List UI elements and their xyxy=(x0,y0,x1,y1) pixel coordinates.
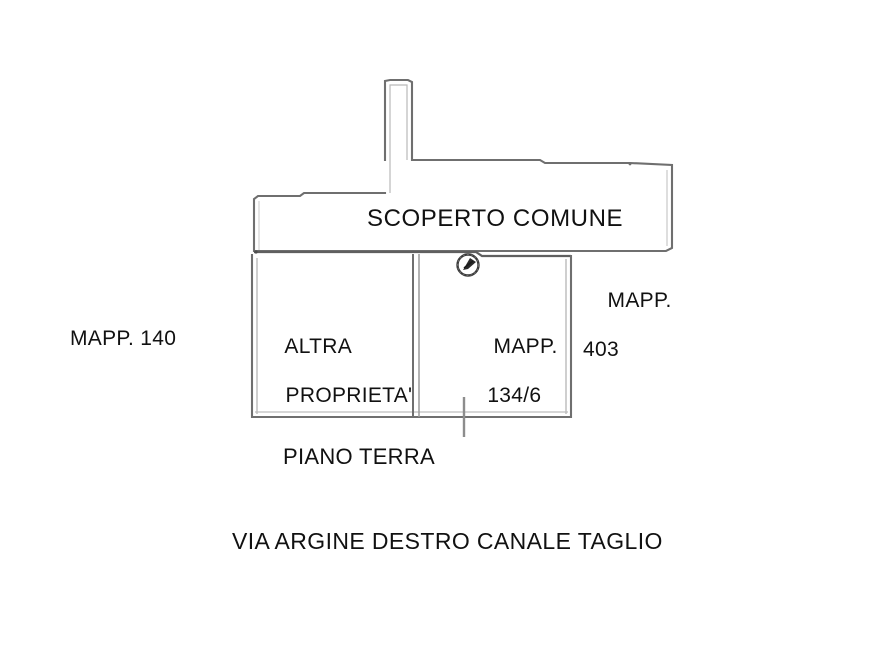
parcel-left-label: MAPP. 140 xyxy=(70,327,177,350)
parcel-right-label-line1: MAPP. xyxy=(607,288,672,312)
courtyard-outline-path xyxy=(252,78,674,253)
parcel-right-label-line2: 403 xyxy=(583,338,619,362)
room-right-label-line2: 134/6 xyxy=(487,384,542,408)
courtyard-area-label: SCOPERTO COMUNE xyxy=(367,205,624,232)
courtyard-rooms-divider xyxy=(254,250,571,258)
courtyard-edge-tick-dot xyxy=(628,162,632,166)
room-right-label: MAPP. 134/6 xyxy=(469,310,558,459)
room-right-label-line1: MAPP. xyxy=(493,334,558,358)
room-left-label-line1: ALTRA xyxy=(284,334,353,358)
parcel-right-label: MAPP. 403 xyxy=(583,264,672,413)
room-left-label-line2: PROPRIETA' xyxy=(285,384,413,408)
room-left-label: ALTRA PROPRIETA' xyxy=(261,310,412,434)
compass-marker-icon xyxy=(456,253,480,277)
rooms-block-outline xyxy=(250,253,573,419)
rooms-divider-tick-dot xyxy=(254,250,258,254)
street-name-label: VIA ARGINE DESTRO CANALE TAGLIO xyxy=(232,528,663,554)
floor-level-label: PIANO TERRA xyxy=(283,444,436,469)
chimney-inner-line xyxy=(389,84,408,193)
